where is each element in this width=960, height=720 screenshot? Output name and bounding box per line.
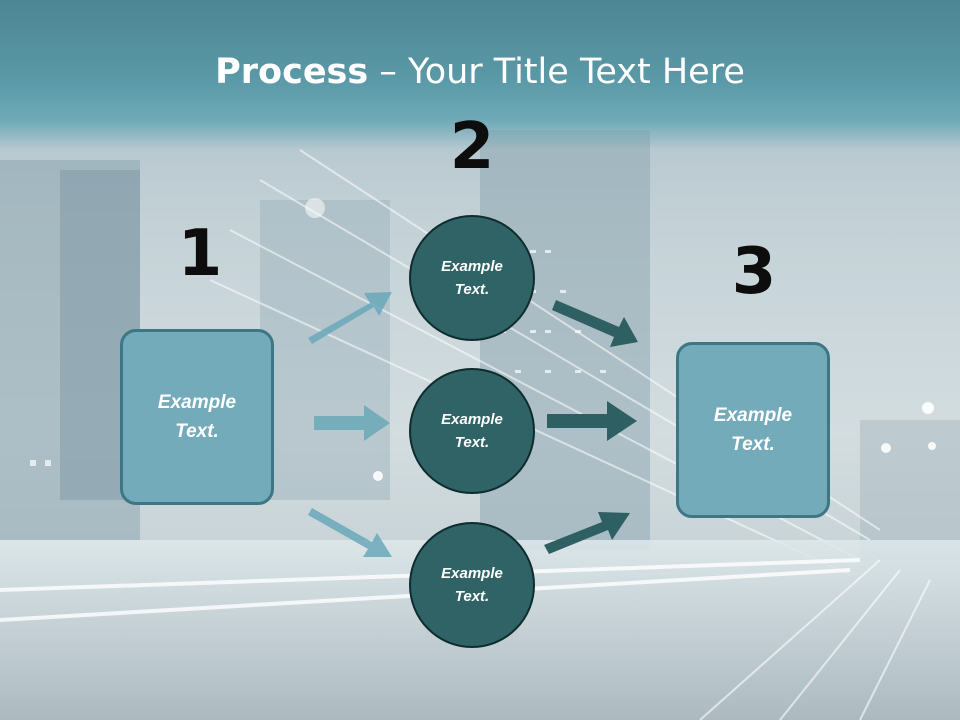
arrow-box-to-circle-1: [308, 292, 392, 344]
left-box-line2: Text.: [175, 421, 219, 442]
right-box-line1: Example: [713, 405, 793, 426]
arrow-circle-2-to-box: [547, 401, 637, 441]
circle-2-line1: Example: [441, 411, 503, 428]
circle-1-line2: Text.: [454, 281, 490, 298]
title-bar: [0, 0, 960, 150]
slide-title: Process – Your Title Text Here: [0, 52, 960, 92]
arrow-box-to-circle-2: [314, 405, 390, 441]
title-rest: – Your Title Text Here: [368, 52, 745, 92]
step-number-3: 3: [731, 235, 777, 309]
step-number-1: 1: [177, 217, 223, 291]
title-bold: Process: [215, 52, 369, 92]
right-box-line2: Text.: [731, 434, 775, 455]
circle-1-line1: Example: [441, 258, 503, 275]
arrow-circle-3-to-box: [544, 512, 630, 554]
left-box-line1: Example: [157, 392, 237, 413]
circle-2-line2: Text.: [454, 434, 490, 451]
arrow-circle-1-to-box: [552, 300, 638, 347]
step-number-2: 2: [449, 110, 495, 184]
arrow-box-to-circle-3: [308, 508, 392, 557]
circle-3-line2: Text.: [454, 588, 490, 605]
circle-3-line1: Example: [441, 565, 503, 582]
